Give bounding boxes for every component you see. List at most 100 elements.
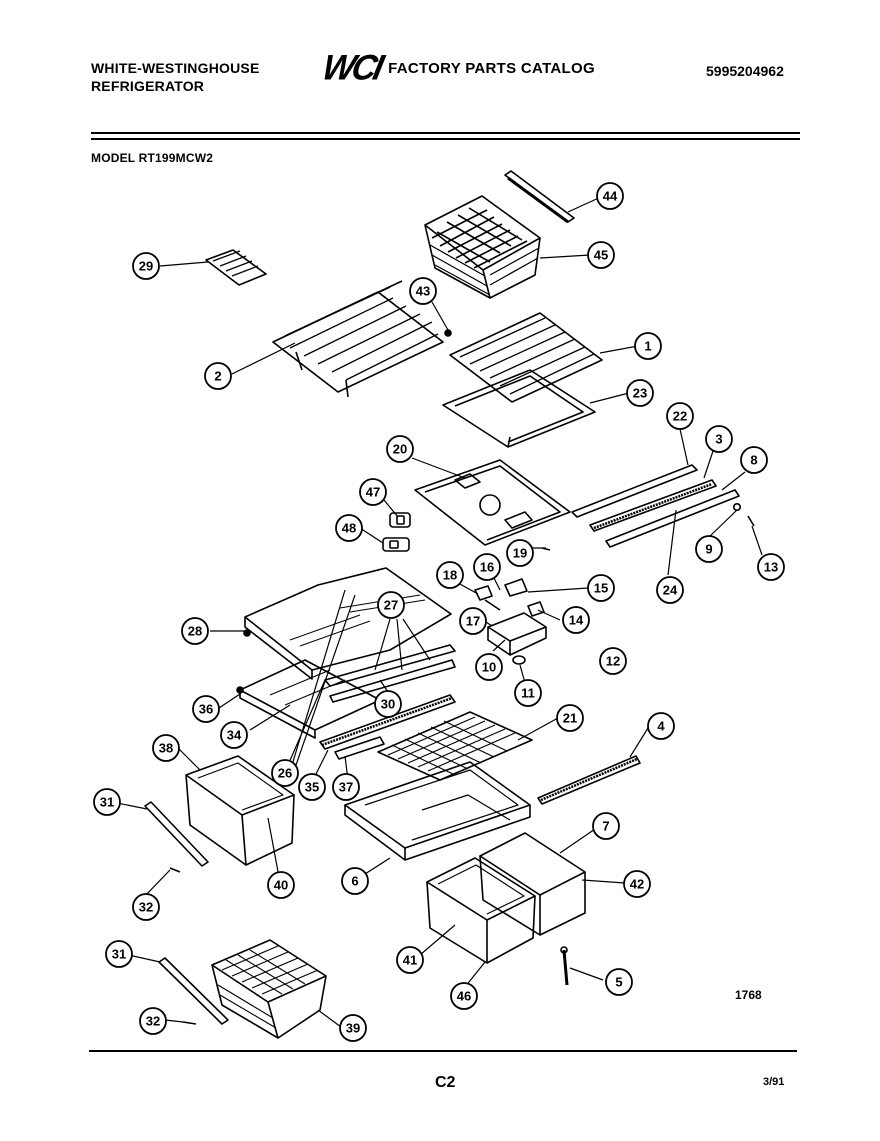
callout-circle [298, 773, 326, 801]
footer-rule [89, 1050, 797, 1052]
callout-circle [139, 1007, 167, 1035]
callout-circle [596, 182, 624, 210]
brand-line-1: WHITE-WESTINGHOUSE [91, 60, 260, 76]
callout-label: 42 [630, 877, 644, 892]
callout-circle [341, 867, 369, 895]
callout-label: 3 [715, 432, 722, 447]
catalog-title: FACTORY PARTS CATALOG [388, 59, 595, 77]
callout-12: 12 [599, 647, 627, 675]
callout-circle [514, 679, 542, 707]
part-wire-shelf-2 [272, 280, 444, 398]
part-bracket-31-upper [144, 801, 209, 867]
callout-44: 44 [596, 182, 624, 210]
callout-label: 32 [139, 900, 153, 915]
callout-label: 38 [159, 741, 173, 756]
callout-circle [436, 561, 464, 589]
callout-label: 19 [513, 546, 527, 561]
callout-circle [93, 788, 121, 816]
callout-circle [757, 553, 785, 581]
callout-circle [605, 968, 633, 996]
callout-circle [152, 734, 180, 762]
part-screw-13 [747, 515, 755, 527]
callout-label: 45 [594, 248, 608, 263]
callout-label: 46 [457, 989, 471, 1004]
callout-circle [192, 695, 220, 723]
part-rail-44 [504, 170, 575, 224]
callout-8: 8 [740, 446, 768, 474]
callout-circle [562, 606, 590, 634]
callout-circle [339, 1014, 367, 1042]
callout-label: 1 [644, 339, 651, 354]
callout-label: 7 [602, 819, 609, 834]
callout-26: 26 [271, 759, 299, 787]
callout-label: 4 [657, 719, 665, 734]
callout-11: 11 [514, 679, 542, 707]
callout-label: 6 [351, 874, 358, 889]
callout-circle [623, 870, 651, 898]
callout-label: 13 [764, 560, 778, 575]
callout-label: 31 [112, 947, 126, 962]
callout-label: 12 [606, 654, 620, 669]
part-9 [732, 502, 741, 511]
callout-circle [396, 946, 424, 974]
callout-15: 15 [587, 574, 615, 602]
callout-41: 41 [396, 946, 424, 974]
part-rail-35 [319, 694, 456, 750]
header-rule-top [91, 132, 800, 134]
callout-42: 42 [623, 870, 651, 898]
callout-32: 32 [139, 1007, 167, 1035]
callout-5: 5 [605, 968, 633, 996]
callout-40: 40 [267, 871, 295, 899]
callout-circle [626, 379, 654, 407]
part-28-pin [243, 629, 251, 637]
callout-circle [666, 402, 694, 430]
callout-label: 2 [214, 369, 221, 384]
header-rule-bottom [91, 138, 800, 140]
page-code: C2 [435, 1074, 456, 1091]
callout-circle [386, 435, 414, 463]
leader-lines [116, 195, 763, 1028]
catalog-part-number: 5995204962 [706, 63, 784, 79]
part-shelf-1 [449, 312, 603, 403]
callout-31: 31 [93, 788, 121, 816]
callout-label: 30 [381, 697, 395, 712]
part-grid-cover-21 [377, 711, 533, 781]
callout-18: 18 [436, 561, 464, 589]
callout-label: 15 [594, 581, 608, 596]
callout-circle [695, 535, 723, 563]
callout-29: 29 [132, 252, 160, 280]
part-rail-37 [334, 736, 385, 760]
part-shelf-frame-23 [442, 369, 596, 448]
callout-circle [132, 893, 160, 921]
part-pan-7 [479, 832, 586, 936]
callout-label: 35 [305, 780, 319, 795]
callout-circle [332, 773, 360, 801]
part-box-10 [487, 612, 547, 656]
callout-3: 3 [705, 425, 733, 453]
callout-circle [450, 982, 478, 1010]
part-glass-shelf-28 [244, 567, 452, 680]
callout-21: 21 [556, 704, 584, 732]
callout-37: 37 [332, 773, 360, 801]
brand-name: WHITE-WESTINGHOUSE REFRIGERATOR [91, 59, 259, 95]
callout-circle [506, 539, 534, 567]
callout-circle [409, 277, 437, 305]
callout-circle [556, 704, 584, 732]
callout-label: 22 [673, 409, 687, 424]
callout-circle [459, 607, 487, 635]
callout-label: 23 [633, 386, 647, 401]
callout-23: 23 [626, 379, 654, 407]
callout-circle [473, 553, 501, 581]
callout-19: 19 [506, 539, 534, 567]
callout-label: 39 [346, 1021, 360, 1036]
callout-label: 17 [466, 614, 480, 629]
callout-45: 45 [587, 241, 615, 269]
part-rack-29 [205, 249, 267, 286]
part-washer-11 [512, 655, 526, 665]
figure-number: 1768 [735, 988, 762, 1002]
callout-6: 6 [341, 867, 369, 895]
callout-label: 34 [227, 728, 242, 743]
callout-label: 37 [339, 780, 353, 795]
callout-20: 20 [386, 435, 414, 463]
callout-circle [220, 721, 248, 749]
